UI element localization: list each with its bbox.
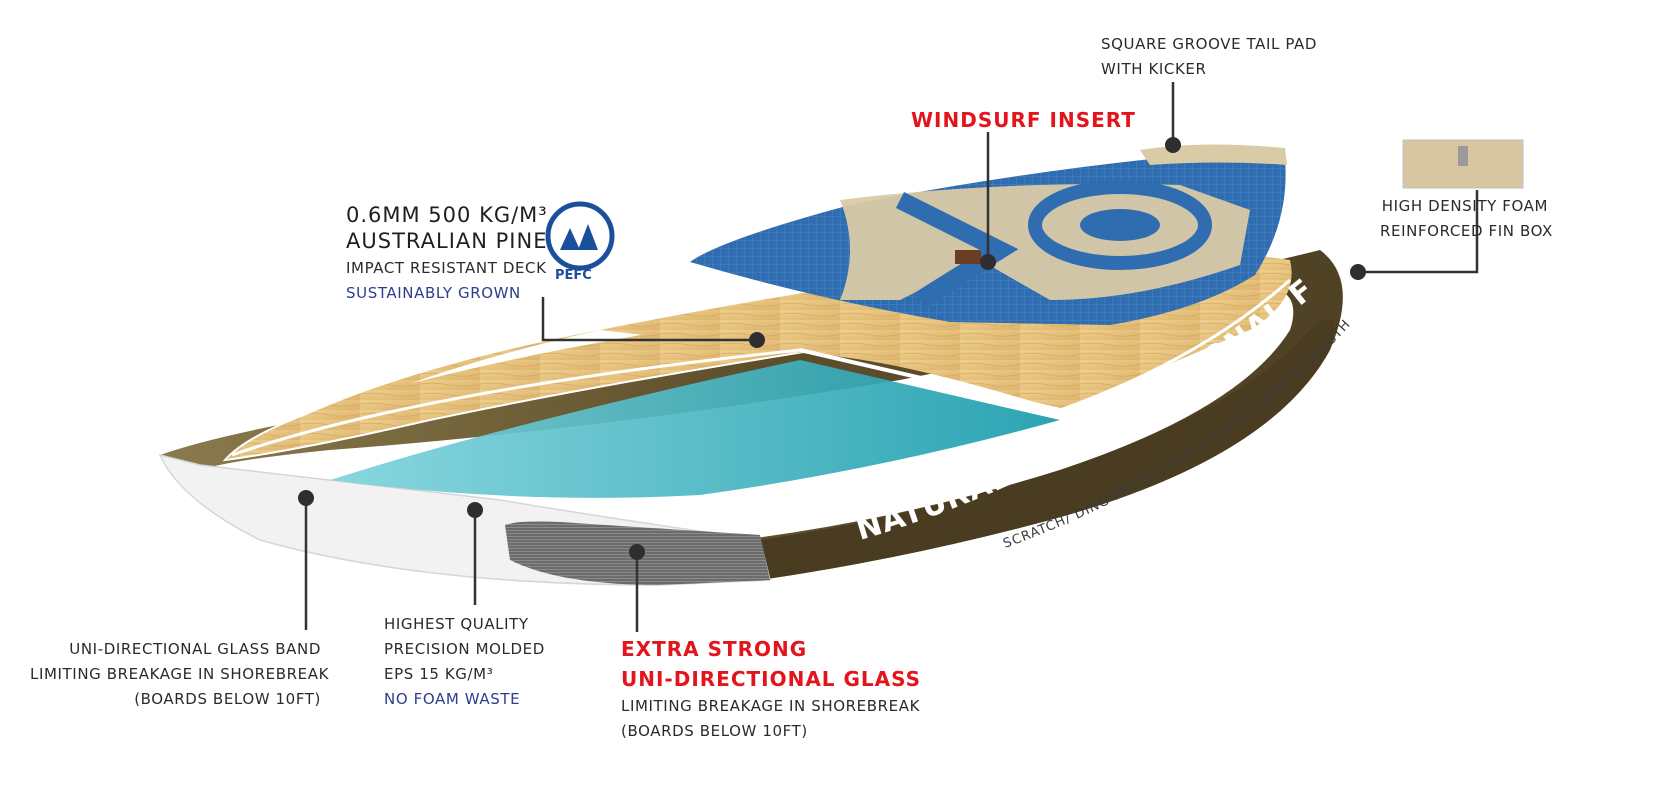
pefc-logo: PEFC xyxy=(545,201,615,283)
tail-pad-label: SQUARE GROOVE TAIL PAD WITH KICKER xyxy=(1101,35,1318,78)
pad-logo-ring xyxy=(1028,180,1212,270)
rail-bottom xyxy=(760,318,1335,580)
windsurf-insert xyxy=(955,250,981,264)
eps-label: HIGHEST QUALITY PRECISION MOLDED EPS 15 … xyxy=(384,615,545,708)
extra-glass-label: EXTRA STRONG UNI-DIRECTIONAL GLASS LIMIT… xyxy=(621,637,922,740)
tail-pad xyxy=(1140,144,1287,165)
deck-label: 0.6MM 500 KG/M³ AUSTRALIAN PINE IMPACT R… xyxy=(346,203,548,302)
fin-box-label: HIGH DENSITY FOAM REINFORCED FIN BOX xyxy=(1380,197,1553,240)
callout-lines xyxy=(304,82,1479,632)
glass-band-label: UNI-DIRECTIONAL GLASS BAND LIMITING BREA… xyxy=(30,640,330,708)
eps-foam xyxy=(330,360,1060,498)
pefc-text: PEFC xyxy=(555,268,592,283)
callout-dots xyxy=(298,137,1366,560)
windsurf-insert-label: WINDSURF INSERT xyxy=(911,108,1136,132)
